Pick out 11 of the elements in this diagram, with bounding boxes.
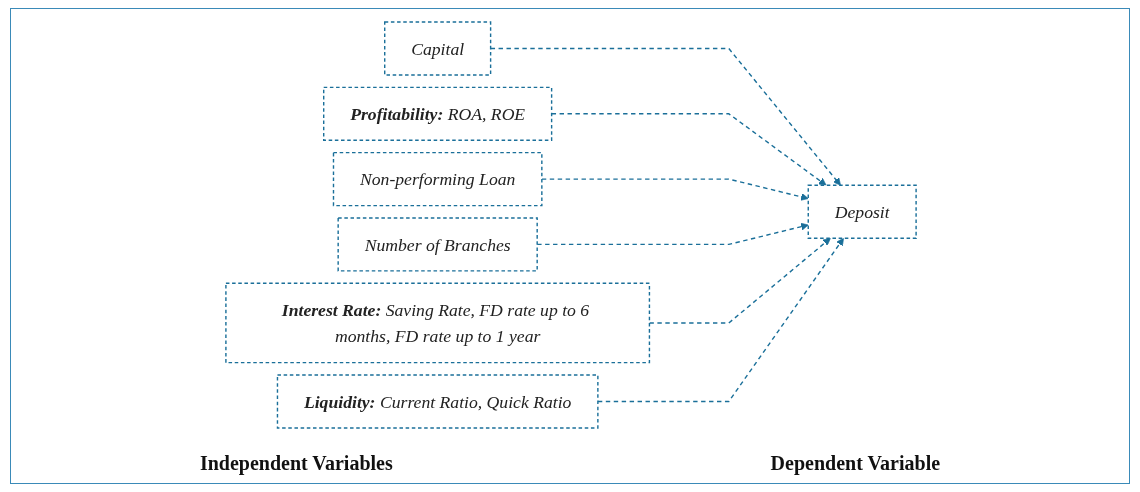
group-caption: Independent Variables: [199, 452, 393, 475]
node-box: Interest Rate: Saving Rate, FD rate up to 6 months, FD rate up to 1 year: [225, 282, 651, 364]
node-box: Capital: [384, 21, 492, 76]
node-box: Deposit: [807, 184, 917, 239]
node-box: Profitability: ROA, ROE: [323, 86, 553, 141]
node-box: Liquidity: Current Ratio, Quick Ratio: [276, 374, 599, 429]
node-box: Number of Branches: [337, 217, 538, 272]
arrow: [541, 178, 809, 201]
group-caption: Dependent Variable: [770, 452, 941, 475]
node-box: Non-performing Loan: [332, 151, 543, 207]
arrow: [597, 237, 844, 403]
